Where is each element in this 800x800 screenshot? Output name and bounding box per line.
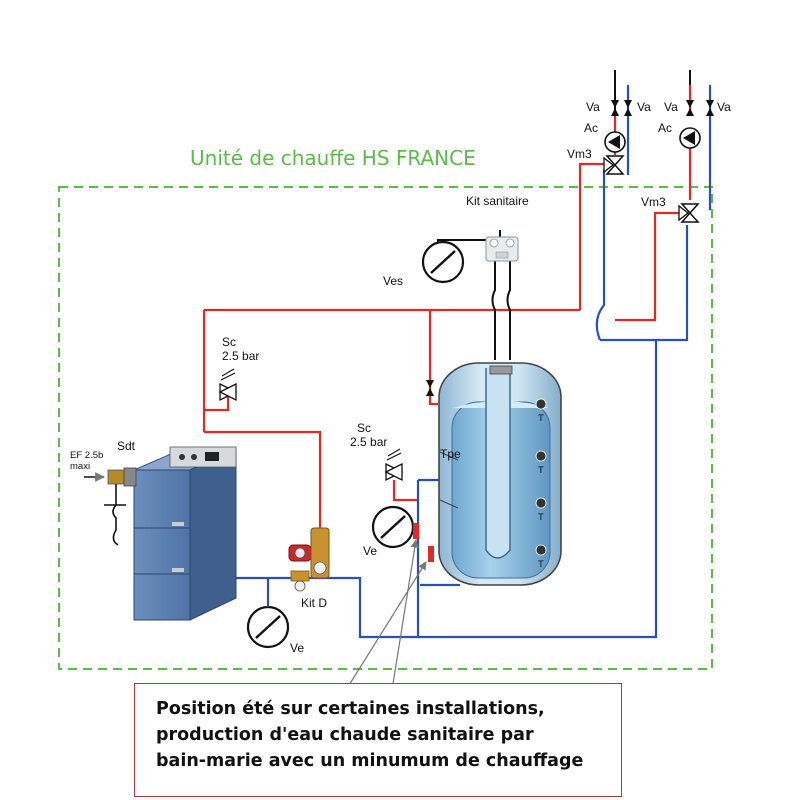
note-line: Position été sur certaines installations…: [156, 699, 545, 719]
kit-sanitaire-label: Kit sanitaire: [466, 194, 529, 208]
gauge-icon: [246, 578, 290, 649]
boiler-icon: [133, 446, 237, 621]
safety-valve-icon: [384, 448, 404, 482]
svg-text:T: T: [538, 559, 544, 570]
sanitary-kit-icon: [485, 236, 519, 262]
three-way-valve-icon: [678, 203, 700, 223]
safety-discharge-valve: [84, 467, 137, 546]
safety-valve-icon: [218, 368, 238, 402]
svg-text:T: T: [538, 465, 544, 476]
sc-mid-pressure: 2.5 bar: [350, 435, 387, 449]
kit-d-label: Kit D: [301, 596, 327, 610]
va-label-2: Va: [637, 100, 651, 114]
vm3-label-1: Vm3: [567, 147, 592, 161]
sanitary-pipes: [437, 70, 691, 360]
ef-label-2: maxi: [70, 461, 90, 472]
temperature-sensors: T T T T: [535, 398, 547, 570]
tpe-label: Tpe: [440, 447, 461, 461]
check-valve-icon: [624, 100, 632, 116]
ve-bottom-label: Ve: [290, 641, 304, 655]
sdt-label: Sdt: [117, 439, 136, 453]
unit-boundary: [58, 186, 713, 670]
check-valve-icon: [706, 100, 714, 116]
sc-mid-label: Sc: [357, 421, 371, 435]
diagram-title: Unité de chauffe HS FRANCE: [190, 146, 476, 170]
temperature-sensor-icon: T: [535, 497, 547, 523]
pump-icon: [679, 127, 701, 149]
vm3-label-2: Vm3: [641, 195, 666, 209]
ac-label-1: Ac: [584, 121, 598, 135]
ve-left-label: Ve: [363, 544, 377, 558]
pump-icon: [604, 131, 626, 153]
sc-left-label: Sc: [222, 335, 236, 349]
ef-label: EF 2.5b: [70, 450, 103, 461]
check-valve-icon: [611, 100, 619, 116]
hot-water-pipes: [202, 85, 692, 530]
svg-text:T: T: [538, 413, 544, 424]
check-valve-icon: [686, 100, 694, 116]
temperature-sensor-icon: T: [535, 450, 547, 476]
gauge-icon: [371, 505, 415, 549]
check-valve-icon: [426, 380, 434, 396]
ac-label-2: Ac: [658, 121, 672, 135]
va-label-1: Va: [586, 100, 600, 114]
storage-tank-icon: [438, 362, 562, 586]
va-label-4: Va: [717, 100, 731, 114]
sc-left-pressure: 2.5 bar: [222, 349, 259, 363]
note-line: production d'eau chaude sanitaire par: [156, 725, 534, 745]
pump-icon: [288, 527, 330, 592]
va-label-3: Va: [664, 100, 678, 114]
ves-label: Ves: [383, 274, 403, 288]
svg-text:T: T: [538, 512, 544, 523]
note-line: bain-marie avec un minumum de chauffage: [156, 751, 584, 771]
summer-position-markers: [345, 523, 434, 691]
summer-position-note: Position été sur certaines installations…: [134, 683, 622, 797]
temperature-sensor-icon: T: [535, 398, 547, 424]
three-way-valve-icon: [603, 155, 625, 175]
temperature-sensor-icon: T: [535, 544, 547, 570]
gauge-icon: [421, 240, 465, 284]
